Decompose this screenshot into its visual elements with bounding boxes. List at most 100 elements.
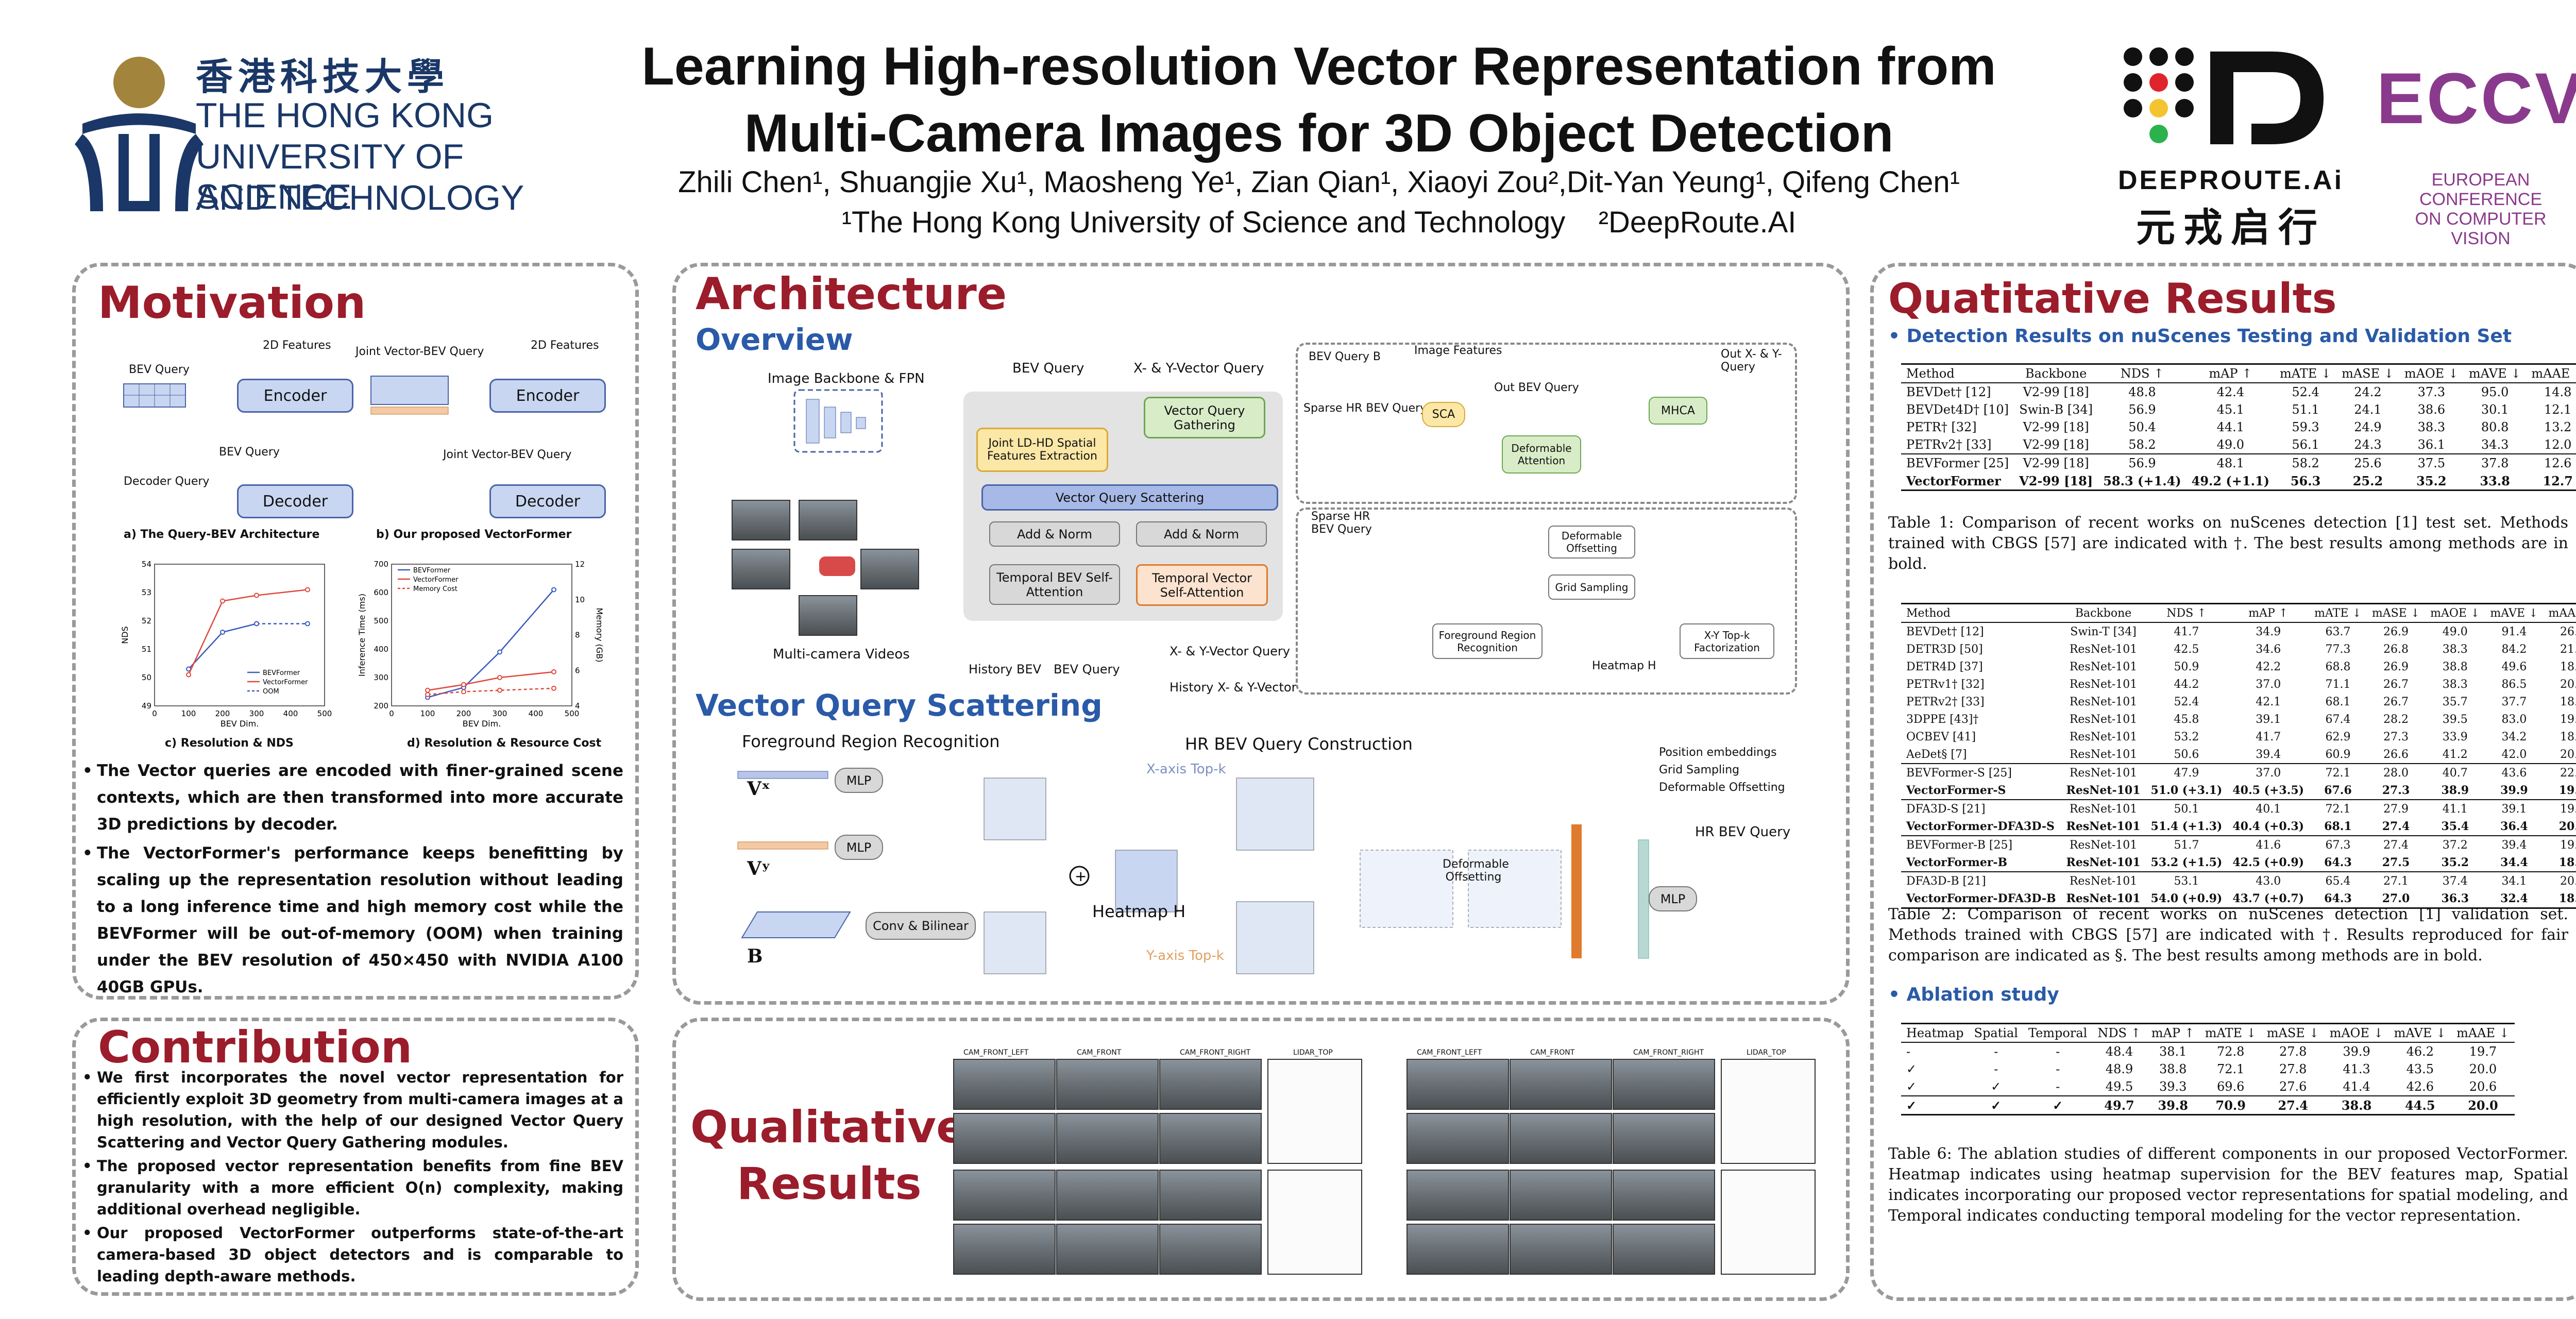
lidar-plot xyxy=(1267,1059,1362,1164)
table-header-cell: mAVE ↓ xyxy=(2388,1023,2452,1043)
table-cell: 40.7 xyxy=(2425,763,2485,782)
table-cell: 35.2 xyxy=(2399,472,2464,491)
table-cell: 41.6 xyxy=(2227,835,2310,854)
inset-out-bev-label: Out BEV Query xyxy=(1494,381,1579,394)
table-cell: 51.0 (+3.1) xyxy=(2150,784,2223,797)
inset-bev-query-label: BEV Query B xyxy=(1309,350,1381,363)
table-cell: 45.1 xyxy=(2216,402,2245,417)
table-cell: BEVFormer-B [25] xyxy=(1901,835,2061,854)
table-cell: 72.1 xyxy=(2309,763,2367,782)
diagram-a-bev-query-label: BEV Query xyxy=(129,363,190,376)
table-cell: 95.0 xyxy=(2481,385,2509,399)
table-header-cell: mATE ↓ xyxy=(2309,603,2367,623)
inset-sparse-hr-label: Sparse HR BEV Query xyxy=(1303,402,1427,415)
qualitative-title-line2: Results xyxy=(737,1158,922,1210)
data-point xyxy=(551,685,556,691)
plot-frame xyxy=(154,564,325,706)
diagram-b-joint-query2-label: Joint Vector-BEV Query xyxy=(443,448,572,461)
overview-subtitle: Overview xyxy=(696,322,853,357)
table-cell: 27.4 xyxy=(2382,820,2410,833)
x-tick-label: 0 xyxy=(389,709,394,718)
legend-label: OOM xyxy=(263,688,279,696)
y-tick-label: 49 xyxy=(142,701,151,711)
table-cell: 42.0 xyxy=(2501,748,2527,761)
joint-grid-icon xyxy=(370,376,449,415)
table-cell: DFA3D-S [21] xyxy=(1901,799,2061,818)
table-cell: 19.1 xyxy=(2560,713,2576,726)
y-tick-label: 50 xyxy=(142,673,151,682)
cam-label: CAM_FRONT xyxy=(1077,1049,1122,1057)
x-tick-label: 500 xyxy=(317,709,332,718)
scene-image xyxy=(1406,1224,1509,1275)
table-cell: ResNet-101 xyxy=(2069,748,2138,761)
table-cell: BEVDet4D† [10] xyxy=(1906,402,2009,417)
table-cell: 37.2 xyxy=(2425,835,2485,854)
table-cell: 36.1 xyxy=(2417,437,2446,452)
table1-caption: Table 1: Comparison of recent works on n… xyxy=(1888,514,2568,573)
x-tick-label: 300 xyxy=(249,709,264,718)
table-header-cell: Method xyxy=(1901,363,2014,383)
hr-bev-query-label: HR BEV Query xyxy=(1695,824,1791,840)
table-cell: DETR4D [37] xyxy=(1906,660,1983,673)
data-point xyxy=(551,669,556,674)
legend-position-embeddings: Position embeddings xyxy=(1659,746,1777,759)
eccv-mark: ECCV xyxy=(2376,58,2576,139)
table-cell: 28.2 xyxy=(2383,713,2409,726)
inset-sca-block: SCA xyxy=(1422,402,1465,427)
table-cell: 72.1 xyxy=(2309,799,2367,818)
data-point xyxy=(461,689,466,695)
table-cell: ResNet-101 xyxy=(2066,856,2141,869)
table-header-cell: mAAE ↓ xyxy=(2526,363,2576,383)
scene-image xyxy=(1510,1224,1612,1275)
table-cell: 42.4 xyxy=(2216,385,2245,399)
table-cell: 27.6 xyxy=(2279,1079,2307,1094)
table-cell: BEVDet† [12] xyxy=(1906,385,1991,399)
table-cell: 14.8 xyxy=(2544,385,2572,399)
table-cell: 26.9 xyxy=(2383,625,2409,638)
table-header-cell: mAAE ↓ xyxy=(2451,1023,2515,1043)
table-cell: 26.8 xyxy=(2560,625,2576,638)
cam-label: CAM_FRONT_LEFT xyxy=(963,1049,1029,1057)
table-cell: 41.7 xyxy=(2256,730,2281,743)
table-cell: ResNet-101 xyxy=(2069,678,2138,691)
table-cell: ✓ xyxy=(1906,1062,1917,1076)
table-cell: ✓ xyxy=(1901,1095,1969,1115)
y-tick-label: 300 xyxy=(374,673,388,682)
eccv-line1: EUROPEAN xyxy=(2431,170,2530,190)
table-header-cell: mAVE ↓ xyxy=(2485,603,2544,623)
backbone-label: Image Backbone & FPN xyxy=(768,371,925,386)
contribution-bullet: The proposed vector representation benef… xyxy=(82,1155,623,1220)
series-line xyxy=(427,687,554,696)
table-header-cell: Backbone xyxy=(2061,603,2146,623)
table-cell: 38.9 xyxy=(2441,784,2469,797)
table-cell: ResNet-101 xyxy=(2061,890,2146,909)
x-topk-label: X-axis Top-k xyxy=(1146,762,1226,777)
scene-image xyxy=(1056,1113,1159,1164)
table-cell: 53.2 xyxy=(2174,730,2199,743)
camera-image xyxy=(860,549,919,589)
table-cell: 27.4 xyxy=(2261,1095,2325,1115)
table-cell: 26.6 xyxy=(2383,748,2409,761)
ablation-subtitle-text: Ablation study xyxy=(1906,984,2059,1005)
x-tick-label: 500 xyxy=(565,709,580,718)
authors: Zhili Chen¹, Shuangjie Xu¹, Maosheng Ye¹… xyxy=(678,165,1960,199)
table-cell: 37.0 xyxy=(2256,678,2281,691)
table-cell: 38.6 xyxy=(2417,402,2446,417)
bev-query-top-label: BEV Query xyxy=(1012,361,1084,376)
scene-image xyxy=(1406,1170,1509,1221)
table-cell: 48.8 xyxy=(2128,385,2156,399)
quantitative-title: Quatitative Results xyxy=(1888,275,2337,323)
table-cell: 62.9 xyxy=(2325,730,2351,743)
table-cell: 50.9 xyxy=(2174,660,2199,673)
inset-mhca-block: MHCA xyxy=(1649,397,1707,425)
vq-gathering-block: Vector Query Gathering xyxy=(1144,397,1265,438)
table-cell: 49.5 xyxy=(2105,1079,2133,1094)
table-cell: 42.1 xyxy=(2256,695,2281,708)
table-cell: 26.8 xyxy=(2383,642,2409,656)
